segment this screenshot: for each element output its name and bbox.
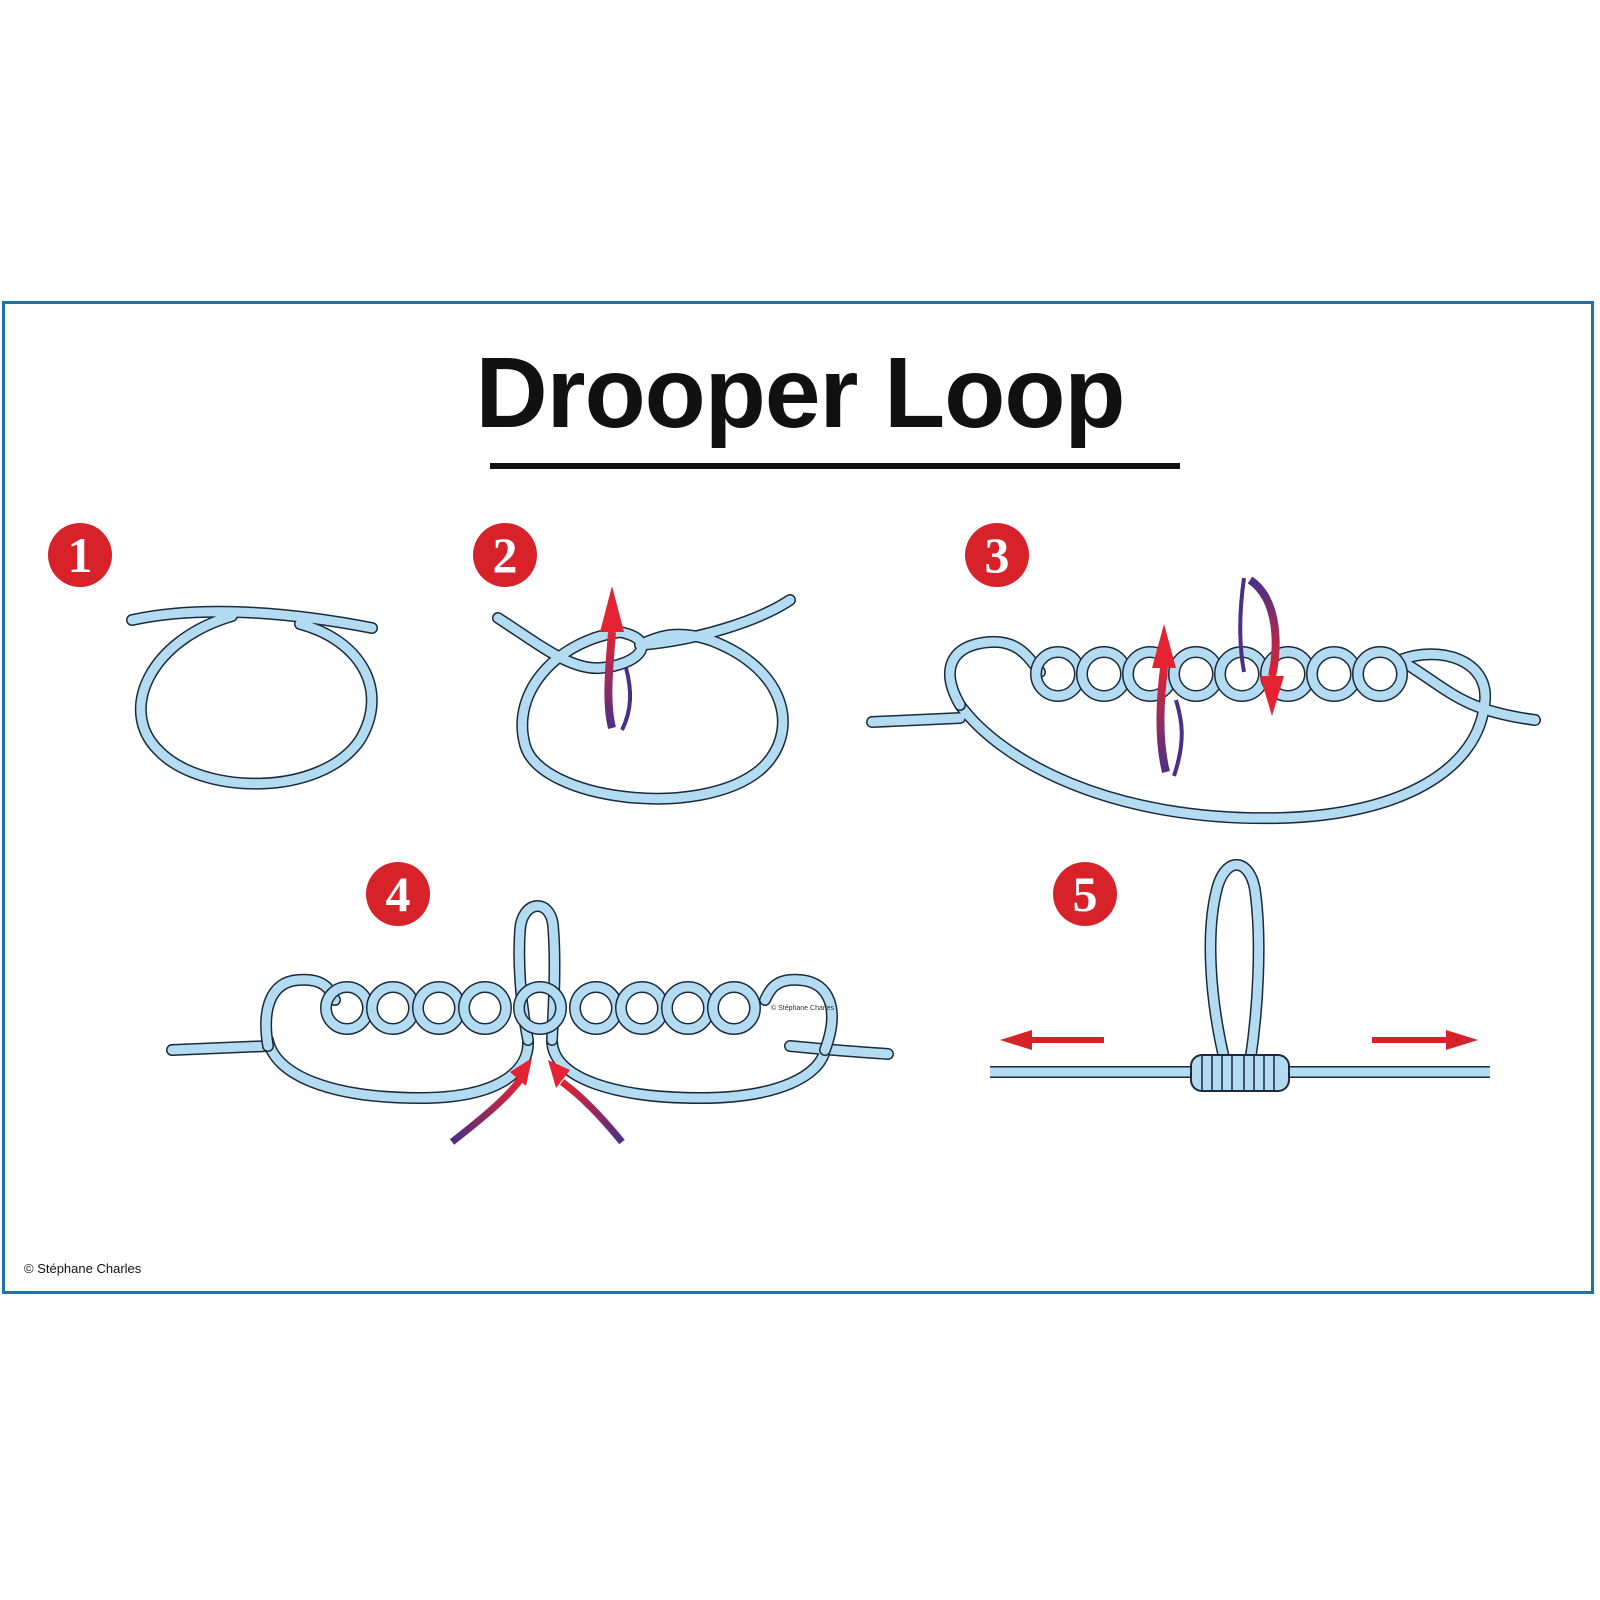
step-2-illustration (492, 586, 796, 805)
step-3-illustration (866, 576, 1541, 825)
step-5-illustration (990, 859, 1490, 1092)
image-credit: © Stéphane Charles (24, 1261, 142, 1276)
step-3-badge: 3 (965, 523, 1029, 587)
diagram-title: Drooper Loop (475, 337, 1125, 449)
inset-credit: © Stéphane Charles (771, 1005, 835, 1012)
step-4-illustration (166, 900, 894, 1145)
title-underline (490, 463, 1180, 469)
step-2-badge: 2 (473, 523, 537, 587)
step-1-badge: 1 (48, 523, 112, 587)
step-1-illustration (126, 605, 378, 790)
step-4-badge: 4 (366, 862, 430, 926)
step-5-badge: 5 (1053, 862, 1117, 926)
